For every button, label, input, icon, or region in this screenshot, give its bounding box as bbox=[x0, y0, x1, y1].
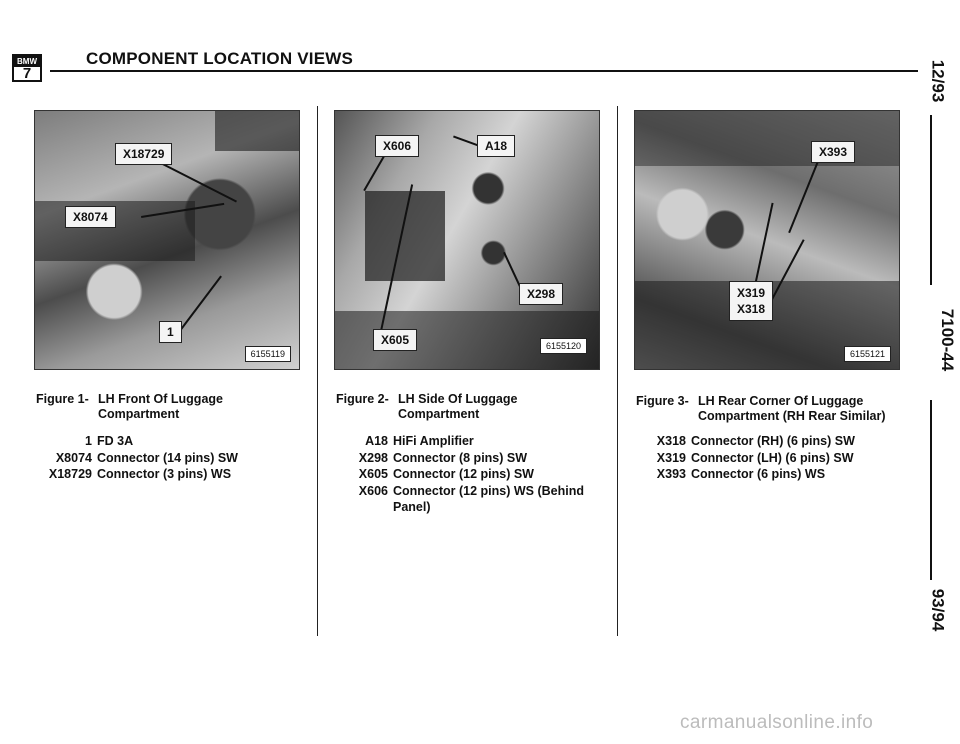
callout-x18729: X18729 bbox=[115, 143, 173, 165]
header-rule bbox=[50, 70, 918, 72]
photo-code: 6155119 bbox=[244, 346, 291, 362]
callout-x393: X393 bbox=[811, 141, 856, 163]
callout-x605: X605 bbox=[373, 329, 418, 351]
side-page-number: 7100-44 bbox=[938, 308, 958, 372]
photo-shadow bbox=[365, 191, 445, 281]
caption-line: LH Side Of Luggage bbox=[398, 392, 518, 406]
column-divider-2 bbox=[617, 106, 618, 636]
caption-line: LH Front Of Luggage bbox=[98, 392, 223, 406]
figure-3-photo: X393 X319 X318 6155121 bbox=[634, 110, 900, 370]
figure-number: Figure 3- bbox=[636, 394, 689, 408]
side-date: 12/93 bbox=[928, 59, 948, 103]
leader-line bbox=[363, 152, 387, 192]
page-title: COMPONENT LOCATION VIEWS bbox=[86, 49, 354, 68]
logo-brand: BMW bbox=[14, 56, 40, 67]
column-divider-1 bbox=[317, 106, 318, 636]
figure-number: Figure 1- bbox=[36, 392, 89, 406]
caption-line: Compartment bbox=[398, 407, 480, 421]
bmw-7-logo-icon: BMW 7 bbox=[12, 54, 42, 82]
photo-code: 6155120 bbox=[539, 338, 587, 354]
callout-x318: X318 bbox=[737, 302, 766, 316]
side-year: 93/94 bbox=[928, 588, 948, 632]
callout-x8074: X8074 bbox=[65, 206, 116, 228]
callout-a18: A18 bbox=[477, 135, 516, 157]
caption-line: Compartment bbox=[98, 407, 180, 421]
leader-line bbox=[755, 202, 774, 282]
figure-2-photo: X606 A18 X298 X605 6155120 bbox=[334, 110, 600, 370]
figure-1-photo: X18729 X8074 1 6155119 bbox=[34, 110, 300, 370]
callout-x606: X606 bbox=[375, 135, 420, 157]
callout-x298: X298 bbox=[519, 283, 564, 305]
figure-number: Figure 2- bbox=[336, 392, 389, 406]
side-rule-1 bbox=[930, 115, 932, 285]
photo-shadow bbox=[215, 111, 299, 151]
caption-line: LH Rear Corner Of Luggage bbox=[698, 394, 864, 408]
caption-line: Compartment (RH Rear Similar) bbox=[698, 409, 886, 423]
leader-line bbox=[177, 275, 222, 334]
callout-1: 1 bbox=[159, 321, 182, 343]
leader-line bbox=[154, 159, 237, 203]
watermark: carmanualsonline.info bbox=[680, 712, 874, 733]
photo-shadow bbox=[635, 111, 899, 166]
logo-model: 7 bbox=[22, 65, 32, 82]
photo-code: 6155121 bbox=[843, 346, 891, 362]
side-rule-2 bbox=[930, 400, 932, 580]
callout-x319-x318: X319 X318 bbox=[729, 281, 774, 321]
leader-line bbox=[788, 158, 820, 234]
callout-x319: X319 bbox=[737, 286, 766, 300]
